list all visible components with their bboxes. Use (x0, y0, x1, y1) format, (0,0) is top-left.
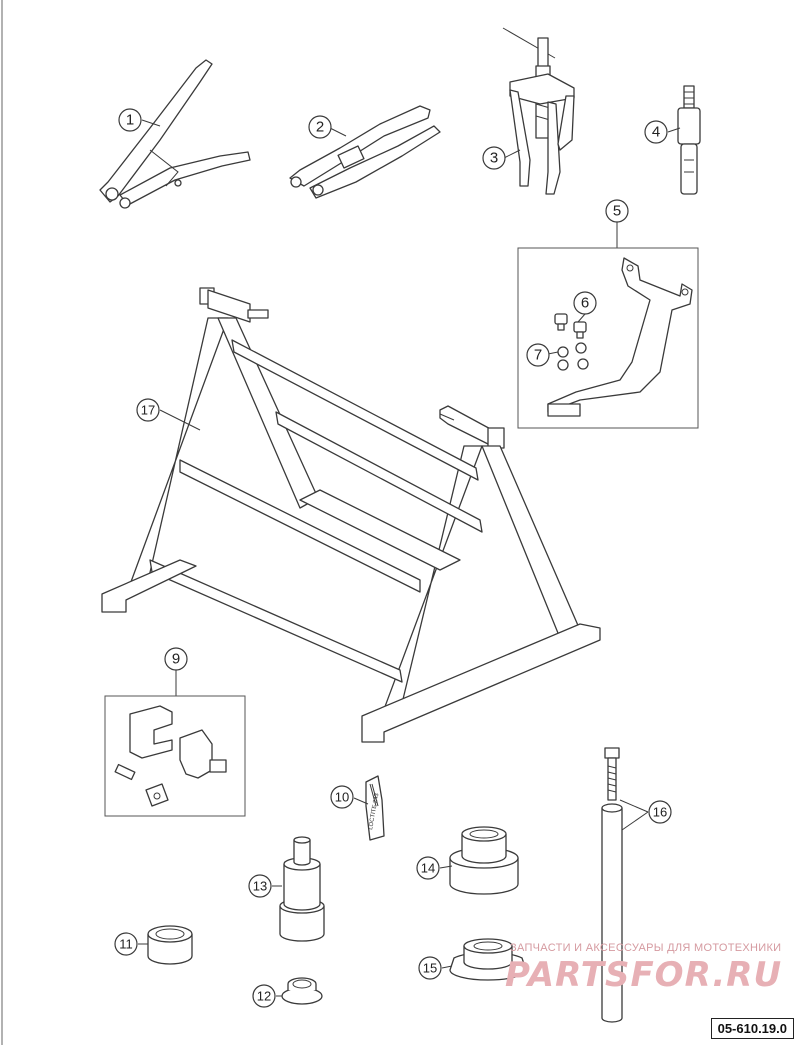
callout-label: 13 (253, 879, 267, 894)
callout-10: 10 (330, 785, 354, 809)
callout-9: 9 (164, 647, 188, 671)
callout-label: 11 (119, 937, 133, 952)
callout-14: 14 (416, 856, 440, 880)
callout-4: 4 (644, 120, 668, 144)
callout-label: 1 (126, 112, 134, 129)
document-code: 05-610.19.0 (710, 1018, 794, 1039)
callout-16: 16 (648, 800, 672, 824)
callout-label: 14 (421, 861, 435, 876)
callout-label: 6 (581, 295, 589, 312)
callout-label: 7 (534, 347, 542, 364)
bolt-and-tube-16 (601, 747, 623, 1023)
callout-13: 13 (248, 874, 272, 898)
adapter-set-9 (104, 670, 246, 817)
callout-label: 5 (613, 203, 621, 220)
loctite-bottle-10 (365, 775, 385, 841)
callout-label: 17 (141, 403, 155, 418)
engine-stand-17 (101, 287, 601, 743)
pliers-tool-2 (289, 105, 441, 199)
callout-5: 5 (605, 199, 629, 223)
callout-7: 7 (526, 343, 550, 367)
callout-11: 11 (114, 932, 138, 956)
callout-label: 12 (257, 989, 271, 1004)
callout-3: 3 (482, 146, 506, 170)
watermark-brand: PARTSFOR.RU (505, 955, 783, 995)
press-ring-14 (449, 826, 519, 895)
puller-tool-3 (502, 27, 575, 195)
callout-17: 17 (136, 398, 160, 422)
washer-12 (281, 977, 323, 1005)
slide-hammer-tool-4 (677, 85, 701, 195)
bushing-11 (147, 925, 193, 965)
press-tool-15 (449, 938, 527, 981)
callout-6: 6 (573, 291, 597, 315)
callout-1: 1 (118, 108, 142, 132)
watermark-tagline: ЗАПЧАСТИ И АКСЕССУАРЫ ДЛЯ МОТОТЕХНИКИ (510, 942, 782, 954)
callout-label: 3 (490, 150, 498, 167)
callout-15: 15 (418, 956, 442, 980)
callout-label: 16 (653, 805, 667, 820)
callout-label: 10 (335, 790, 349, 805)
callout-leaders (138, 119, 681, 997)
callout-label: 4 (652, 124, 660, 141)
callout-label: 9 (172, 651, 180, 668)
callout-label: 2 (316, 119, 324, 136)
callout-12: 12 (252, 984, 276, 1008)
callout-label: 15 (423, 961, 437, 976)
callout-2: 2 (308, 115, 332, 139)
pliers-tool-1 (99, 59, 251, 209)
mandrel-13 (279, 836, 325, 942)
bracket-set-5 (517, 222, 699, 429)
